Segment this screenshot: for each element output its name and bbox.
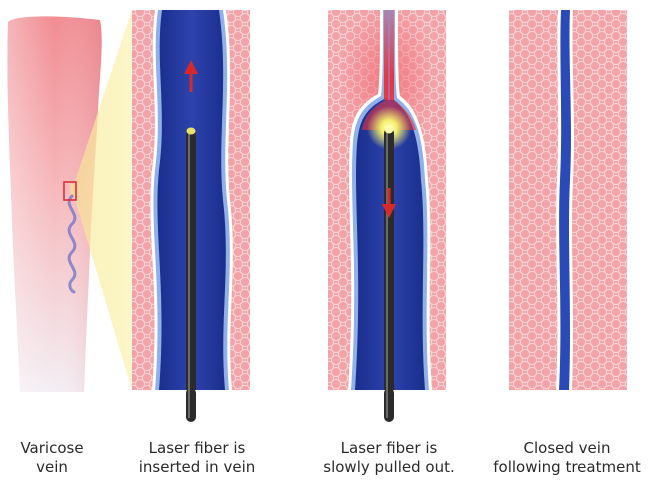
caption-line: Closed vein — [482, 439, 652, 458]
caption-fiber-inserted: Laser fiber is inserted in vein — [122, 439, 272, 477]
caption-line: slowly pulled out. — [308, 458, 470, 477]
caption-line: inserted in vein — [122, 458, 272, 477]
caption-varicose-vein: Varicose vein — [0, 439, 104, 477]
leg-illustration — [7, 10, 132, 392]
laser-tip-icon — [385, 125, 394, 134]
caption-line: following treatment — [482, 458, 652, 477]
panel-inserted — [132, 10, 250, 430]
laser-fiber — [186, 130, 196, 430]
caption-fiber-pulled: Laser fiber is slowly pulled out. — [308, 439, 470, 477]
laser-tip-icon — [187, 128, 196, 135]
laser-fiber — [384, 128, 394, 428]
panel-closed — [509, 10, 627, 390]
caption-line: Varicose — [0, 439, 104, 458]
panel-pulled — [328, 0, 446, 428]
caption-closed-vein: Closed vein following treatment — [482, 439, 652, 477]
caption-line: Laser fiber is — [308, 439, 470, 458]
caption-line: Laser fiber is — [122, 439, 272, 458]
caption-line: vein — [0, 458, 104, 477]
